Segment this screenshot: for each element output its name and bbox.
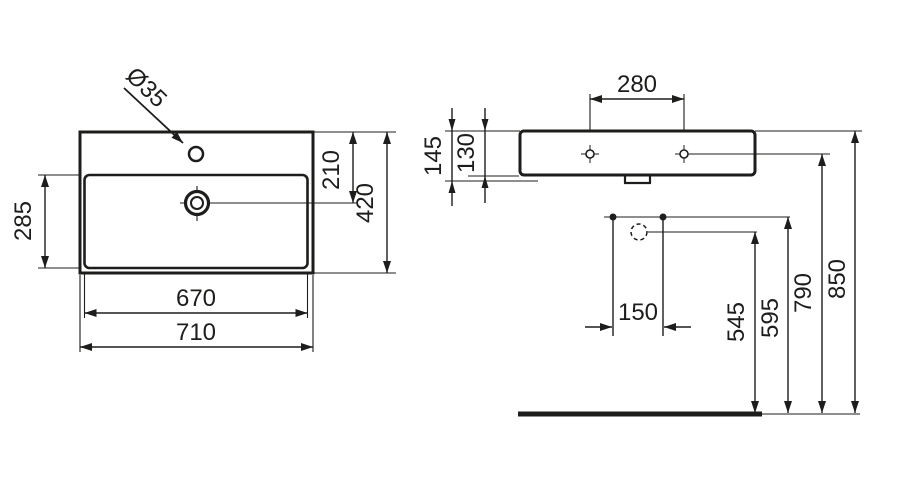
dim-label-595: 595 <box>757 298 784 338</box>
dim-label-285: 285 <box>10 201 37 241</box>
front-view: 280 145 130 150 545 595 <box>420 71 862 417</box>
dim-label-850: 850 <box>824 259 851 299</box>
dim-label-420: 420 <box>352 183 379 223</box>
dim-label-280: 280 <box>617 71 657 98</box>
arrowhead <box>448 181 456 193</box>
fixing-hole-right <box>675 145 693 163</box>
tap-hole <box>187 145 205 163</box>
dim-label-210: 210 <box>318 150 345 190</box>
supply-point-right <box>659 213 667 221</box>
drain-symbol <box>180 186 358 221</box>
dim-label-670: 670 <box>176 285 216 312</box>
dim-label-130: 130 <box>453 133 480 173</box>
basin-front-outline <box>518 129 757 177</box>
leader-arrow <box>123 87 184 144</box>
supply-connections <box>604 213 790 336</box>
drain-boss <box>623 176 652 185</box>
supply-point-left <box>609 213 617 221</box>
waste-outlet <box>630 223 757 241</box>
dim-label-545: 545 <box>723 302 750 342</box>
dim-label-790: 790 <box>790 273 817 313</box>
basin-bowl-outline <box>83 173 309 270</box>
arrowhead <box>448 119 456 131</box>
dim-label-tap-hole: Ø35 <box>121 62 172 113</box>
dim-label-150: 150 <box>618 299 658 326</box>
top-view: Ø35 285 210 420 670 710 <box>10 62 396 352</box>
fixing-hole-left <box>581 145 599 163</box>
dim-label-710: 710 <box>176 319 216 346</box>
arrowhead <box>481 176 489 188</box>
arrowhead <box>481 119 489 131</box>
dim-label-145: 145 <box>420 136 447 176</box>
